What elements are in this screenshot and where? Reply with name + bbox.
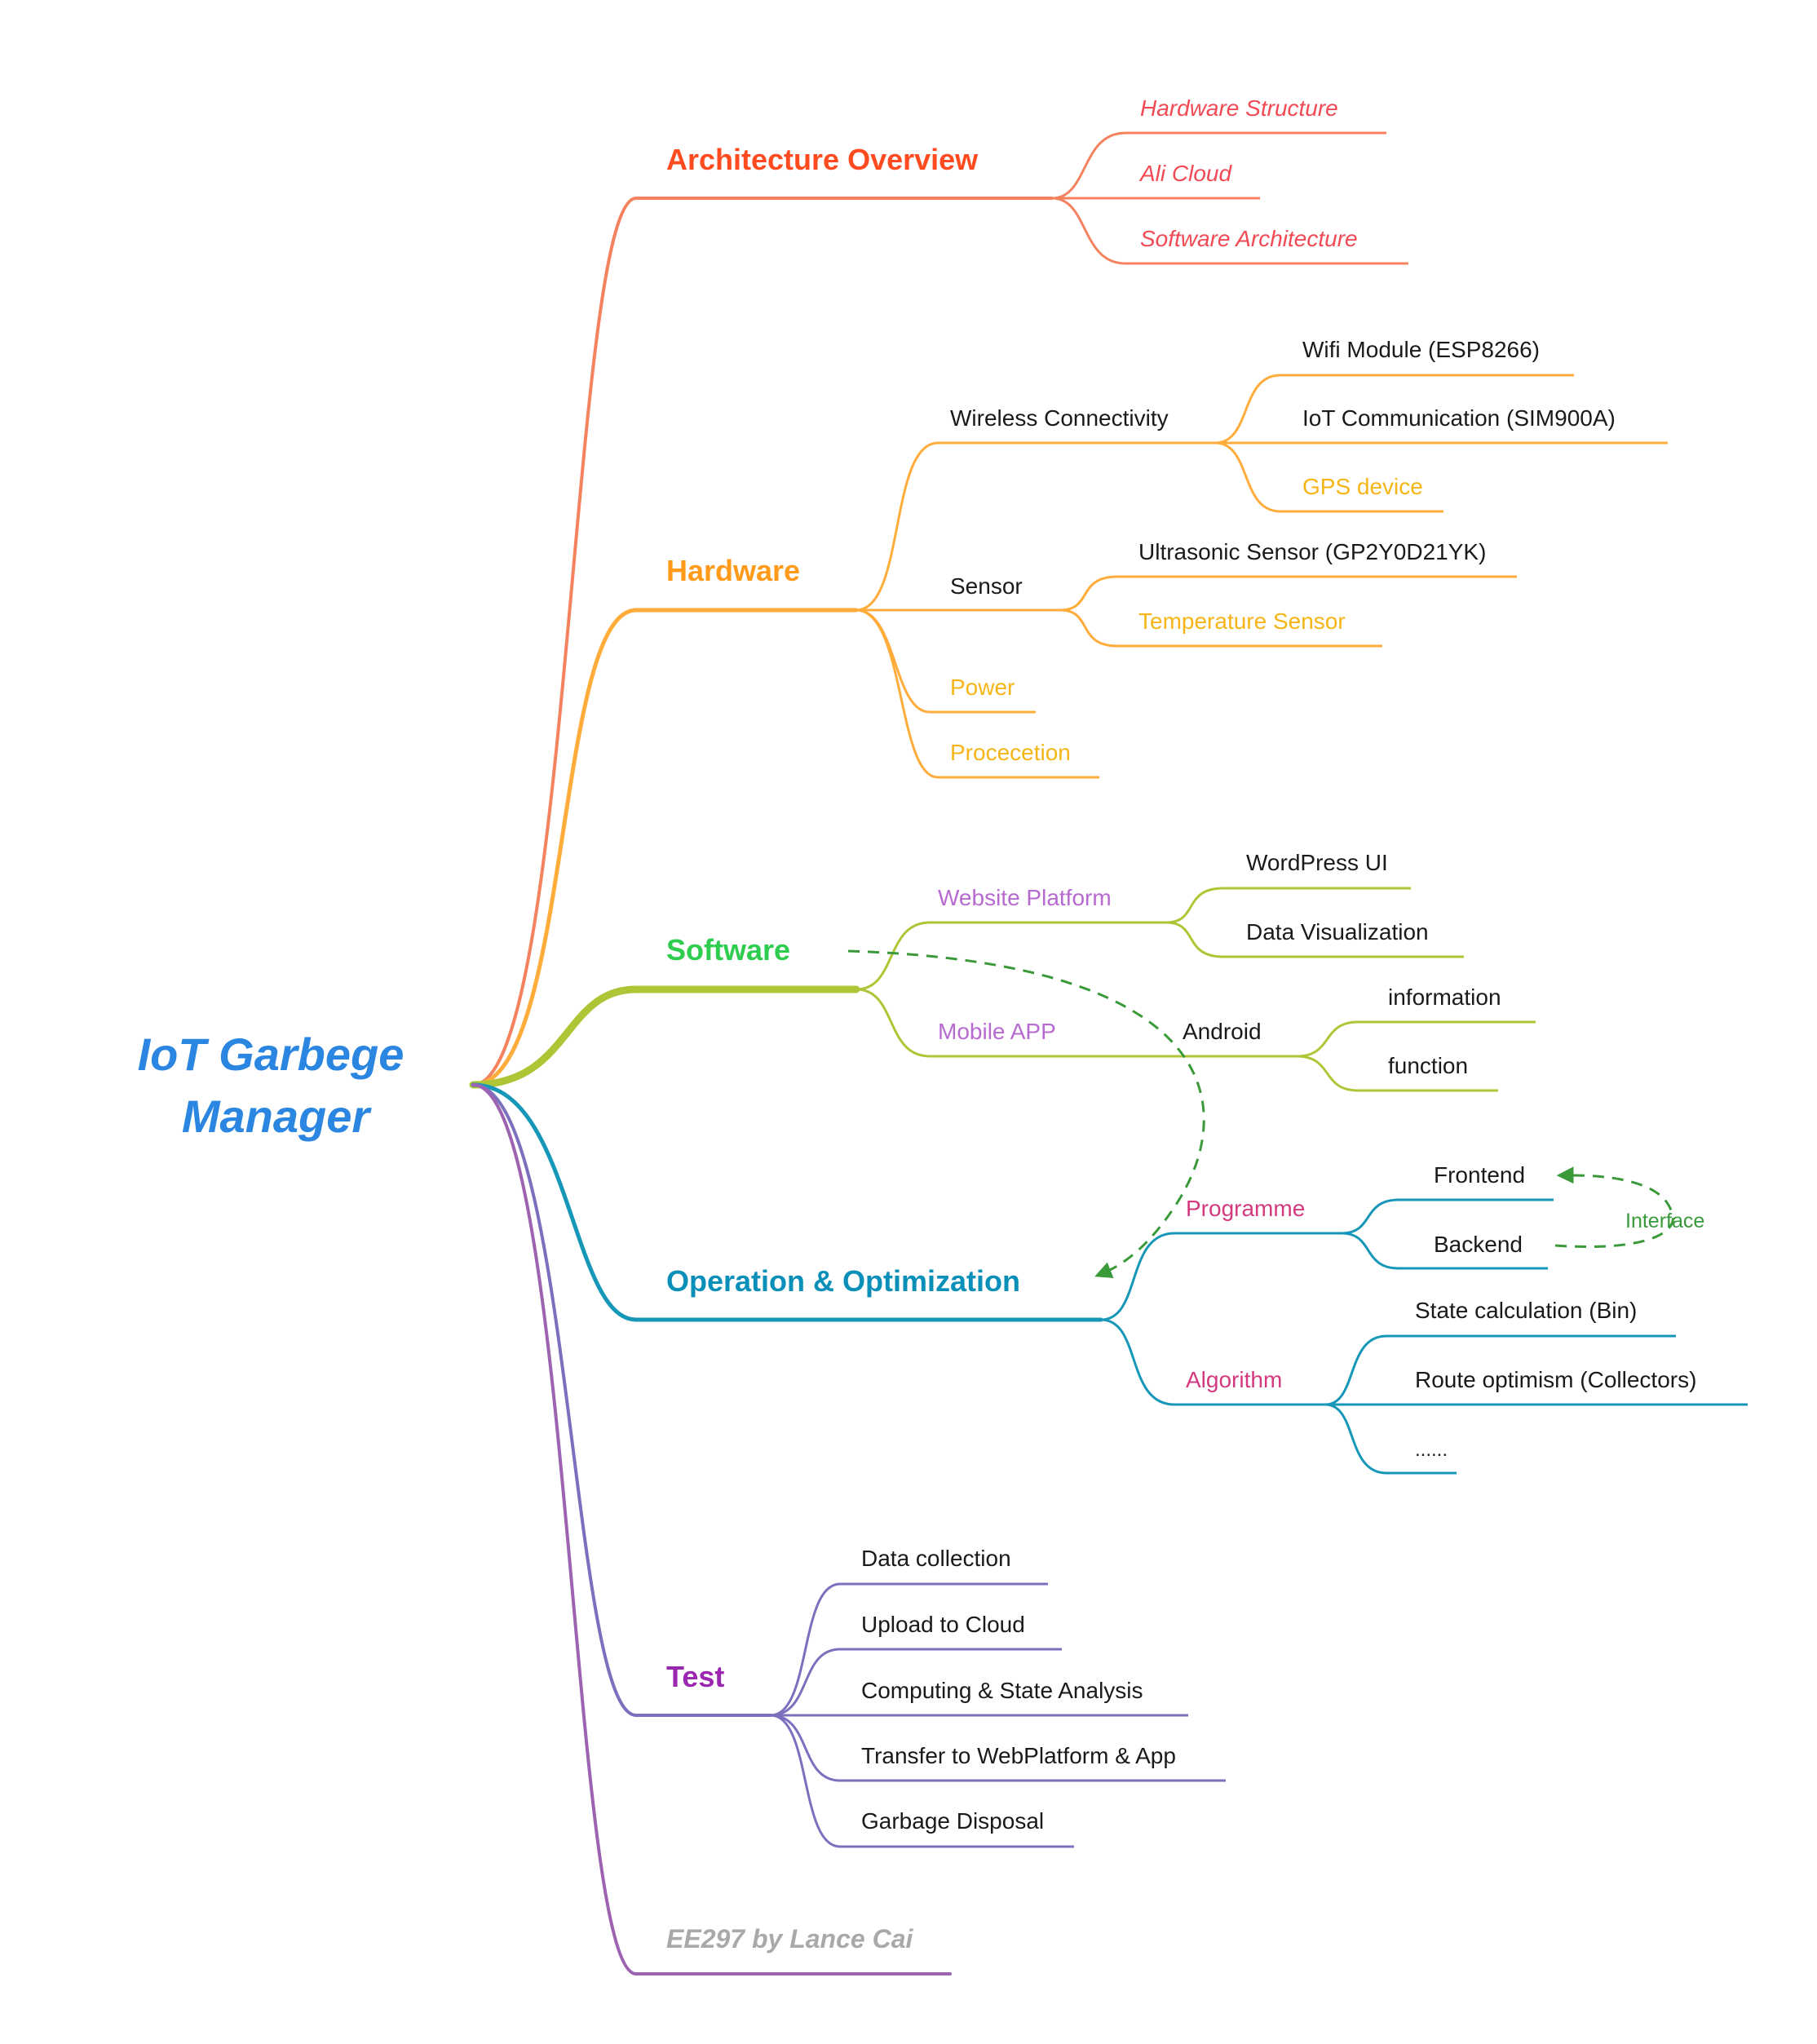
arch-ali-cloud[interactable]: Ali Cloud <box>1138 161 1232 186</box>
sw-data-visualization[interactable]: Data Visualization <box>1246 919 1429 945</box>
sw-information[interactable]: information <box>1388 984 1501 1010</box>
interface-arrow <box>1554 1166 1674 1249</box>
sw-wordpress-ui[interactable]: WordPress UI <box>1246 850 1388 875</box>
hw-procecetion[interactable]: Procecetion <box>950 740 1071 765</box>
software-branch <box>855 887 1536 1092</box>
main-connectors <box>469 197 1103 1975</box>
test-transfer-webplatform-app[interactable]: Transfer to WebPlatform & App <box>861 1743 1176 1768</box>
arch-hardware-structure[interactable]: Hardware Structure <box>1140 95 1338 121</box>
root-title-line1: IoT Garbege <box>138 1029 405 1080</box>
hw-wireless-label[interactable]: Wireless Connectivity <box>950 405 1169 431</box>
test-computing-state-analysis[interactable]: Computing & State Analysis <box>861 1678 1143 1703</box>
op-backend[interactable]: Backend <box>1434 1232 1523 1257</box>
root-title-line2: Manager <box>182 1091 372 1142</box>
hw-sensor-label[interactable]: Sensor <box>950 573 1023 599</box>
hw-power[interactable]: Power <box>950 675 1015 700</box>
credit-label: EE297 by Lance Cai <box>666 1924 913 1953</box>
sw-function[interactable]: function <box>1388 1053 1468 1078</box>
connector-architecture <box>471 197 1054 1086</box>
connector-credit <box>471 1083 952 1975</box>
hw-iot-communication[interactable]: IoT Communication (SIM900A) <box>1302 405 1616 431</box>
op-ellipsis[interactable]: ...... <box>1415 1439 1448 1461</box>
test-upload-to-cloud[interactable]: Upload to Cloud <box>861 1612 1025 1637</box>
software-to-operation-arrow <box>847 949 1205 1279</box>
hw-temperature-sensor[interactable]: Temperature Sensor <box>1138 608 1346 634</box>
branch-hardware-label[interactable]: Hardware <box>666 554 800 587</box>
architecture-branch <box>1051 131 1408 265</box>
op-interface-label: Interface <box>1625 1210 1704 1232</box>
branch-test-label[interactable]: Test <box>666 1660 724 1693</box>
annotations <box>847 949 1674 1279</box>
branch-software-label[interactable]: Software <box>666 933 790 967</box>
connector-test <box>471 1083 772 1717</box>
test-garbage-disposal[interactable]: Garbage Disposal <box>861 1808 1044 1834</box>
branch-operation-label[interactable]: Operation & Optimization <box>666 1264 1020 1298</box>
op-algorithm[interactable]: Algorithm <box>1186 1367 1282 1392</box>
test-branch <box>770 1582 1226 1848</box>
branch-architecture-label[interactable]: Architecture Overview <box>666 143 979 176</box>
hw-wifi-module[interactable]: Wifi Module (ESP8266) <box>1302 337 1540 362</box>
arch-software-architecture[interactable]: Software Architecture <box>1140 226 1358 251</box>
connector-hardware <box>471 608 859 1087</box>
op-state-calculation[interactable]: State calculation (Bin) <box>1415 1298 1637 1323</box>
connector-software <box>469 985 860 1089</box>
hardware-branch <box>855 374 1668 779</box>
hw-gps-device[interactable]: GPS device <box>1302 474 1423 499</box>
connector-operation <box>471 1082 1103 1322</box>
operation-branch <box>1100 1198 1748 1475</box>
hw-ultrasonic-sensor[interactable]: Ultrasonic Sensor (GP2Y0D21YK) <box>1138 539 1486 564</box>
sw-website-platform[interactable]: Website Platform <box>938 885 1112 910</box>
op-frontend[interactable]: Frontend <box>1434 1162 1525 1188</box>
op-programme[interactable]: Programme <box>1186 1196 1305 1221</box>
op-route-optimism[interactable]: Route optimism (Collectors) <box>1415 1367 1696 1392</box>
sw-mobile-app[interactable]: Mobile APP <box>938 1019 1056 1044</box>
sw-android[interactable]: Android <box>1183 1019 1262 1044</box>
test-data-collection[interactable]: Data collection <box>861 1546 1011 1571</box>
